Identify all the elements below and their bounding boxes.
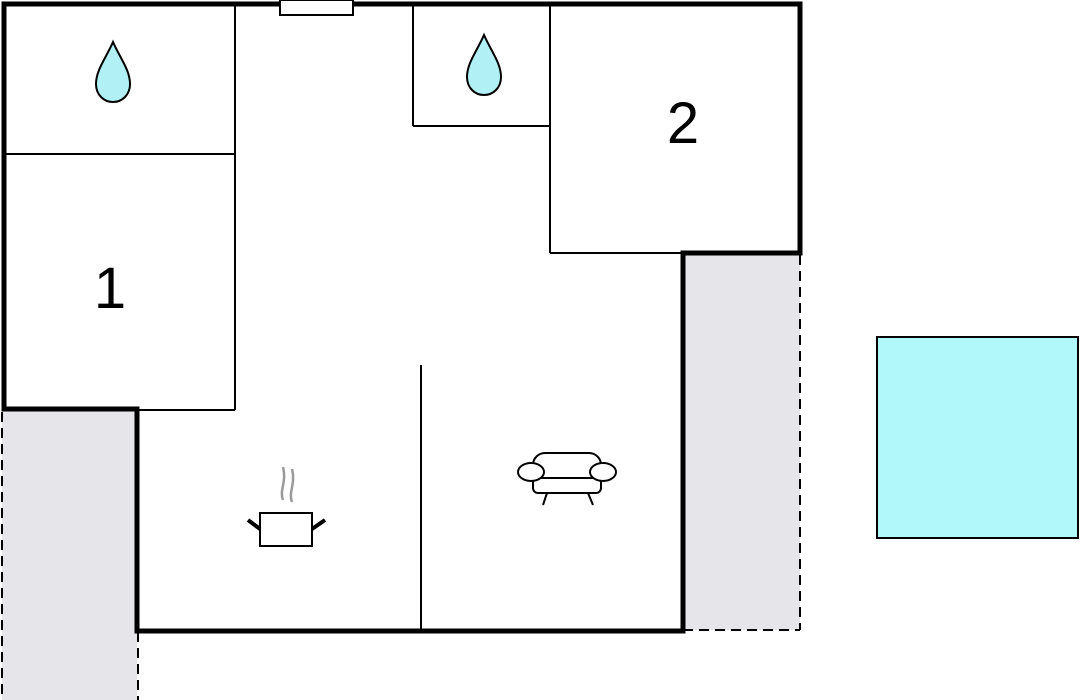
terrace-right [683, 255, 801, 631]
water-drop-icon [465, 32, 503, 97]
interior-walls [4, 4, 683, 631]
top-window [279, 0, 354, 16]
outer-wall [1, 1, 803, 634]
room-label-1: 1 [94, 256, 126, 321]
water-drop-icon [94, 39, 132, 104]
room-label-2: 2 [667, 91, 699, 156]
terrace-left [1, 410, 139, 700]
cooking-pot-icon [246, 466, 327, 547]
swimming-pool [876, 336, 1079, 539]
sofa-icon [517, 452, 617, 506]
